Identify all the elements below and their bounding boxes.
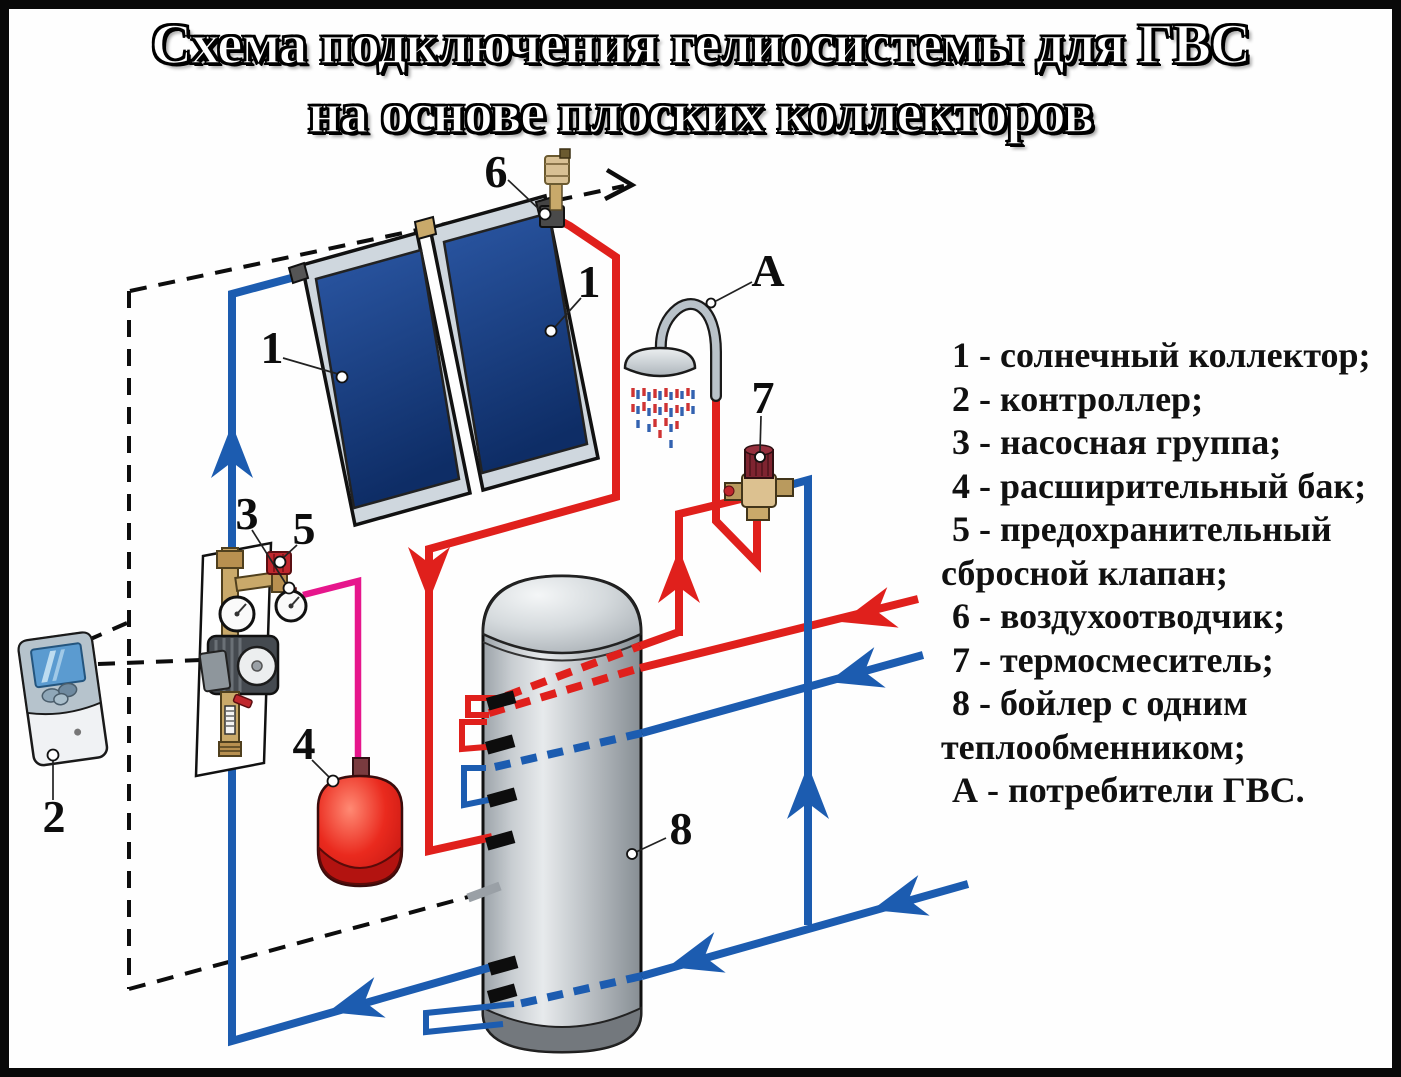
collector-coupling <box>413 215 438 241</box>
pump-junction-box <box>198 649 232 693</box>
legend: 1 - солнечный коллектор; 2 - контроллер;… <box>941 334 1396 813</box>
pipe-riser-to-mixer-cold <box>777 474 812 925</box>
pipe-mixer-to-shower <box>712 392 761 573</box>
collector-inlet-fitting <box>287 261 310 285</box>
legend-item-boiler: 8 - бойлер с одним <box>952 683 1248 723</box>
flow-meter <box>218 691 253 757</box>
shower-arm <box>657 300 720 400</box>
cold-bracket-mid <box>461 765 499 809</box>
shower-head <box>623 346 697 378</box>
pipe-collector-to-tank <box>425 209 620 856</box>
cold-bracket-bottom <box>423 1001 515 1036</box>
thermo-mixer <box>723 444 794 521</box>
label-safety-valve: 5 <box>293 503 316 554</box>
hot-pipes <box>425 209 919 856</box>
legend-item-consumers: А - потребители ГВС. <box>952 770 1305 810</box>
collector-absorber <box>442 211 589 475</box>
label-boiler: 8 <box>670 803 693 854</box>
wire-controller-top <box>85 621 128 643</box>
tank-seam <box>482 641 642 662</box>
wire-controller-pump <box>97 658 202 666</box>
title-line-2: на основе плоских коллекторов <box>307 81 1095 146</box>
label-thermo-mixer: 7 <box>752 372 775 423</box>
air-vent <box>539 148 571 228</box>
legend-item-controller: 2 - контроллер; <box>952 378 1204 419</box>
coil-dashed-upper <box>504 642 642 700</box>
pipe-cold-mid <box>640 651 925 737</box>
label-dots <box>46 207 766 860</box>
shower-spray <box>631 388 695 448</box>
hot-flow-arrows <box>408 547 899 643</box>
label-pump-group: 3 <box>236 488 259 539</box>
cold-dashed-bottom <box>513 972 643 1009</box>
pipe-coil-to-riser <box>638 628 681 650</box>
legend-item-expansion-tank: 4 - расширительный бак; <box>952 465 1367 506</box>
expansion-line <box>302 576 362 767</box>
label-controller: 2 <box>43 791 66 842</box>
controller <box>17 631 109 767</box>
diagram-title: Схема подключения гелиосистемы для ГВС н… <box>0 10 1401 148</box>
title-line-1: Схема подключения гелиосистемы для ГВС <box>150 12 1252 77</box>
expansion-tank <box>316 757 404 888</box>
legend-item-safety-valve: 5 - предохранительный <box>952 509 1332 549</box>
controller-button[interactable] <box>53 692 69 706</box>
collector-absorber <box>314 248 461 510</box>
air-vent-nub <box>559 148 571 159</box>
wire-arrow-chevron <box>603 168 637 201</box>
label-collector: 1 <box>578 256 601 307</box>
air-vent-cap <box>544 155 570 185</box>
shower <box>623 298 722 448</box>
coil-bracket-2 <box>459 719 499 753</box>
label-air-vent: 6 <box>485 146 508 197</box>
circulation-pump <box>198 634 280 696</box>
legend-item-pump-group: 3 - насосная группа; <box>952 422 1282 462</box>
legend-item-safety-valve-cont: сбросной клапан; <box>941 552 1228 593</box>
label-expansion-tank: 4 <box>293 718 316 769</box>
pump-top-fitting <box>216 550 244 569</box>
wire-tank-sensor <box>128 895 469 991</box>
solar-collectors <box>299 193 601 528</box>
label-consumers: А <box>751 245 784 296</box>
label-leaders <box>52 179 762 853</box>
tank-bottom-cap <box>482 1006 642 1054</box>
legend-item-air-vent: 6 - воздухоотводчик; <box>952 596 1286 636</box>
pipe-riser-to-mixer <box>675 495 742 636</box>
label-collector: 1 <box>261 322 284 373</box>
tank-temp-sensor <box>466 881 502 903</box>
tank-stubs <box>484 690 519 1004</box>
legend-item-collector: 1 - солнечный коллектор; <box>952 335 1371 375</box>
legend-item-boiler-cont: теплообменником; <box>941 726 1246 767</box>
boiler-tank <box>481 574 643 1054</box>
pressure-gauge <box>274 589 308 623</box>
legend-item-thermo-mixer: 7 - термосмеситель; <box>952 639 1274 680</box>
tank-dome <box>481 574 643 655</box>
red-lever <box>232 693 253 709</box>
pressure-gauge <box>218 595 256 633</box>
pump-group <box>194 541 308 778</box>
expansion-tank-bottom <box>318 845 402 886</box>
